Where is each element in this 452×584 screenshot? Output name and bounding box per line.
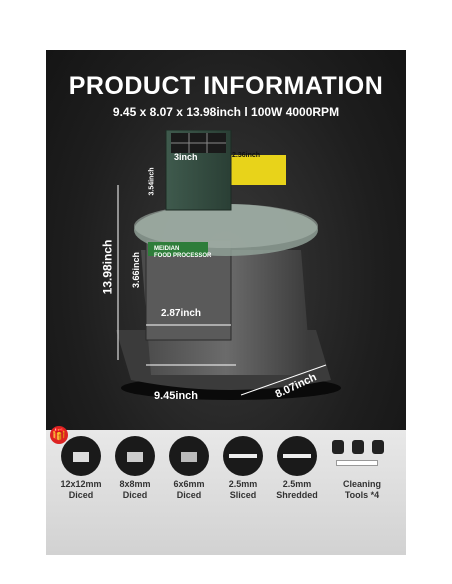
product-label: FOOD PROCESSOR xyxy=(154,253,212,259)
base-width-label: 9.45inch xyxy=(154,390,199,402)
accessory-item: 12x12mm Diced xyxy=(56,436,106,501)
chute-width-label: 3inch xyxy=(174,152,198,162)
accessory-item: 8x8mm Diced xyxy=(110,436,160,501)
food-processor-illustration xyxy=(116,130,341,400)
accessory-item: 2.5mm Sliced xyxy=(218,436,268,501)
shredding-disc-icon xyxy=(277,436,317,476)
outlet-width-label: 2.87inch xyxy=(161,308,202,319)
accessory-item: Cleaning Tools *4 xyxy=(328,436,396,501)
dicing-disc-icon xyxy=(115,436,155,476)
dicing-disc-icon xyxy=(169,436,209,476)
outlet-height-label: 3.66inch xyxy=(131,251,142,289)
accessory-item: 2.5mm Shredded xyxy=(272,436,322,501)
slicing-disc-icon xyxy=(223,436,263,476)
chute-depth-label: 2.36inch xyxy=(232,152,261,159)
total-height-label: 13.98inch xyxy=(100,239,115,295)
cleaning-brush-icon xyxy=(328,436,396,476)
chute-height-label: 3.54inch xyxy=(148,167,156,196)
accessory-item: 6x6mm Diced xyxy=(164,436,214,501)
dicing-disc-icon xyxy=(61,436,101,476)
spec-subtitle: 9.45 x 8.07 x 13.98inch l 100W 4000RPM xyxy=(112,105,340,119)
gift-icon: 🎁 xyxy=(50,426,68,444)
page-title: PRODUCT INFORMATION xyxy=(68,72,384,100)
product-info-panel: PRODUCT INFORMATION 9.45 x 8.07 x 13.98i… xyxy=(46,50,406,555)
brand-label: MEIDIAN xyxy=(154,246,180,252)
